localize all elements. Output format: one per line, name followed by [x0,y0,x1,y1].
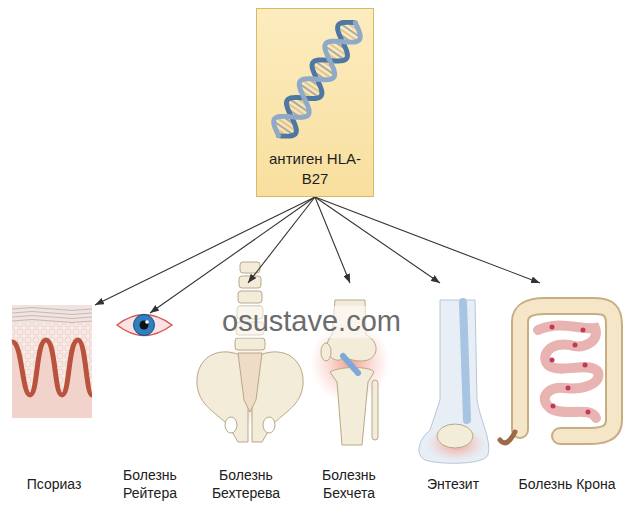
disease-label: Энтезит [427,475,479,493]
arrow-connector [315,197,350,283]
eye [117,315,172,336]
intestine [500,306,614,443]
text-area: Болезнь Крона [512,458,622,510]
text-area: Псориаз [4,458,104,510]
antigen-label: антиген HLA-B27 [265,149,365,188]
arrow-connector [315,197,540,283]
disease-item: Болезнь Рейтера [107,313,193,510]
text-area: Болезнь Бехчета [302,458,396,510]
arrow-connector [248,197,315,283]
disease-label: Псориаз [27,475,82,493]
arrow-connector [150,197,315,313]
disease-label: Болезнь Бехтерева [195,466,297,502]
disease-item: Псориаз [4,305,104,510]
spine-pelvis [197,262,303,442]
dna-strand [274,23,361,136]
dna-helix [257,9,373,196]
disease-label: Болезнь Крона [519,475,616,493]
antigen-box: антиген HLA-B27 [256,8,374,197]
dna-rungs [274,22,361,136]
disease-label: Болезнь Бехчета [302,466,396,502]
heel-foot [419,300,489,463]
disease-label: Болезнь Рейтера [107,466,193,502]
text-area: Болезнь Бехтерева [195,458,297,510]
text-area: Болезнь Рейтера [107,458,193,510]
arrow-connector [315,197,440,283]
disease-item: Энтезит [405,283,501,510]
disease-item: Болезнь Крона [512,283,622,510]
arrow-connector [95,197,315,305]
text-area: Энтезит [405,458,501,510]
watermark: osustave.com [219,306,404,338]
text-area: антиген HLA-B27 [257,149,373,188]
skin-section [12,305,92,418]
